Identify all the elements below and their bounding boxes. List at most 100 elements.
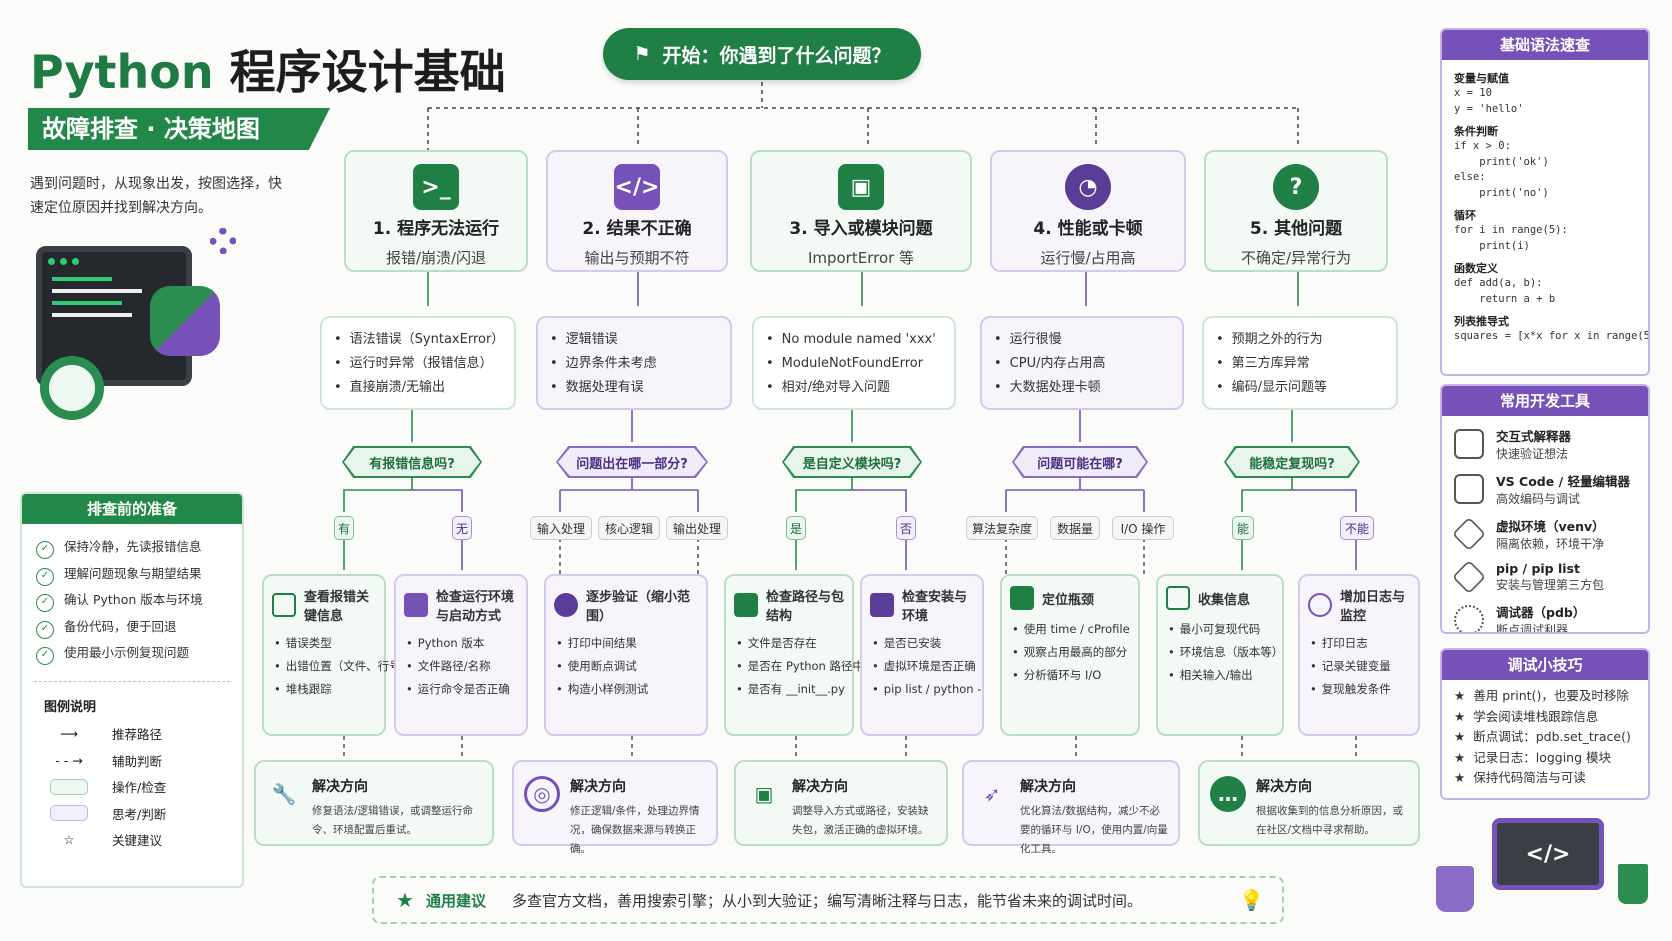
list-item: 文件路径/名称 (396, 655, 526, 678)
tag-no: 无 (452, 516, 472, 540)
category-title: 4. 性能或卡顿 (1033, 219, 1143, 239)
folder-icon (734, 593, 758, 617)
category-sub: 报错/崩溃/闪退 (385, 249, 487, 267)
tool-name: pip / pip list (1496, 561, 1580, 576)
laptop-illustration: </> (1492, 818, 1604, 890)
category-card-5[interactable]: ? 5. 其他问题 不确定/异常行为 (1204, 150, 1388, 272)
action-title: 检查安装与环境 (902, 590, 968, 624)
tag-data: 数据量 (1050, 516, 1100, 540)
question-label: 问题可能在哪? (1014, 448, 1146, 476)
action-title: 查看报错关键信息 (304, 590, 370, 624)
solution-card-1: 🔧 解决方向修复语法/逻辑错误，或调整运行命令、环境配置后重试。 (254, 760, 494, 846)
bar-chart-icon (1010, 586, 1034, 610)
prep-item: 确认 Python 版本与环境 (28, 587, 236, 614)
action-card-5: 检查安装与环境 是否已安装虚拟环境是否正确pip list / python -… (860, 574, 984, 736)
code-snippet: x = 10 y = 'hello' (1454, 87, 1524, 115)
list-item: No module named 'xxx' (766, 328, 954, 352)
category-sub: 输出与预期不符 (584, 249, 690, 267)
tag-can: 能 (1232, 516, 1254, 540)
footer-label: 通用建议 (425, 891, 486, 910)
solution-desc: 根据收集到的信息分析原因，或在社区/文档中寻求帮助。 (1256, 805, 1403, 836)
start-node: ⚑开始：你遇到了什么问题？ (603, 28, 921, 80)
category-title: 3. 导入或模块问题 (789, 219, 933, 239)
tools-panel: 常用开发工具 交互式解释器快速验证想法 VS Code / 轻量编辑器高效编码与… (1440, 384, 1650, 634)
list-item: Python 版本 (396, 632, 526, 655)
decision-question-3: 是自定义模块吗? (782, 446, 922, 478)
list-item: 错误类型 (264, 632, 384, 655)
package-icon (870, 593, 894, 617)
list-item: 打印中间结果 (546, 632, 706, 655)
list-item: 虚拟环境是否正确 (862, 655, 982, 678)
document-icon (1166, 586, 1190, 610)
category-card-1[interactable]: >_ 1. 程序无法运行 报错/崩溃/闪退 (344, 150, 528, 272)
syntax-heading: 函数定义 (1454, 262, 1498, 275)
action-title: 逐步验证（缩小范围） (586, 590, 691, 624)
tag-yes: 有 (334, 516, 354, 540)
symptom-list-2: 逻辑错误边界条件未考虑数据处理有误 (536, 316, 732, 410)
solid-arrow-icon: ⟶ (60, 726, 78, 742)
category-title: 2. 结果不正确 (582, 219, 692, 239)
tool-name: 虚拟环境（venv） (1496, 519, 1605, 534)
flag-icon: ⚑ (633, 43, 651, 65)
category-card-3[interactable]: ▣ 3. 导入或模块问题 ImportError 等 (750, 150, 972, 272)
list-item: 第三方库异常 (1216, 352, 1396, 376)
tag-core: 核心逻辑 (598, 516, 660, 540)
python-logo-icon (150, 286, 220, 356)
package-icon (1452, 560, 1486, 594)
category-sub: 运行慢/占用高 (1040, 249, 1136, 267)
decision-question-1: 有报错信息吗? (342, 446, 482, 478)
action-title: 检查路径与包结构 (766, 590, 845, 624)
log-icon (1308, 593, 1332, 617)
list-item: 运行很慢 (994, 328, 1182, 352)
prep-item: 使用最小示例复现问题 (28, 640, 236, 667)
tool-name: 调试器（pdb） (1496, 605, 1586, 620)
green-box-icon (44, 778, 94, 795)
title-cn: 程序设计基础 (229, 45, 506, 99)
prep-item: 保持冷静，先读报错信息 (28, 534, 236, 561)
list-item: CPU/内存占用高 (994, 352, 1182, 376)
category-card-2[interactable]: </> 2. 结果不正确 输出与预期不符 (546, 150, 728, 272)
lightbulb-icon: 💡 (1239, 888, 1264, 912)
list-item: 观察占用最高的部分 (1002, 641, 1138, 664)
solution-title: 解决方向 (570, 779, 626, 795)
question-label: 有报错信息吗? (344, 448, 480, 476)
symptom-list-1: 语法错误（SyntaxError）运行时异常（报错信息）直接崩溃/无输出 (320, 316, 516, 410)
list-item: 是否在 Python 路径中 (726, 655, 864, 678)
package-icon: ▣ (838, 164, 884, 210)
category-title: 5. 其他问题 (1249, 219, 1343, 239)
tag-algo: 算法复杂度 (966, 516, 1038, 540)
list-item: 大数据处理卡顿 (994, 376, 1182, 400)
category-sub: ImportError 等 (807, 249, 915, 267)
tag-cannot: 不能 (1340, 516, 1374, 540)
action-card-8: 增加日志与监控 打印日志记录关键变量复现触发条件 (1298, 574, 1420, 736)
solution-title: 解决方向 (1020, 779, 1076, 795)
tip-item: 学会阅读堆栈跟踪信息 (1454, 707, 1636, 728)
list-item: 记录关键变量 (1300, 655, 1418, 678)
syntax-heading: 列表推导式 (1454, 315, 1509, 328)
question-label: 问题出在哪一部分? (558, 448, 706, 476)
syntax-title: 基础语法速查 (1442, 30, 1648, 60)
tool-desc: 安装与管理第三方包 (1496, 578, 1605, 592)
action-card-2: 检查运行环境与启动方式 Python 版本文件路径/名称运行命令是否正确 (394, 574, 528, 736)
terminal-icon: >_ (413, 164, 459, 210)
editor-icon (1454, 474, 1484, 504)
decision-question-4: 问题可能在哪? (1012, 446, 1148, 478)
action-title: 定位瓶颈 (1042, 592, 1095, 608)
gear-icon (1454, 605, 1484, 632)
solution-title: 解决方向 (312, 779, 368, 795)
prep-item: 备份代码，便于回退 (28, 614, 236, 641)
action-card-4: 检查路径与包结构 文件是否存在是否在 Python 路径中是否有 __init_… (724, 574, 864, 736)
intro-text: 遇到问题时，从现象出发，按图选择，快速定位原因并找到解决方向。 (30, 176, 282, 216)
list-item: 运行命令是否正确 (396, 678, 526, 701)
solution-title: 解决方向 (1256, 779, 1312, 795)
prep-list: 保持冷静，先读报错信息 理解问题现象与期望结果 确认 Python 版本与环境 … (22, 524, 242, 677)
question-icon: ? (1273, 164, 1319, 210)
solution-card-5: … 解决方向根据收集到的信息分析原因，或在社区/文档中寻求帮助。 (1198, 760, 1420, 846)
category-card-4[interactable]: ◔ 4. 性能或卡顿 运行慢/占用高 (990, 150, 1186, 272)
syntax-heading: 变量与赋值 (1454, 72, 1509, 85)
prep-item: 理解问题现象与期望结果 (28, 561, 236, 588)
gear-icon (210, 228, 236, 254)
list-item: 运行时异常（报错信息） (334, 352, 514, 376)
chat-icon: … (1210, 776, 1246, 812)
decision-question-5: 能稳定复现吗? (1224, 446, 1360, 478)
